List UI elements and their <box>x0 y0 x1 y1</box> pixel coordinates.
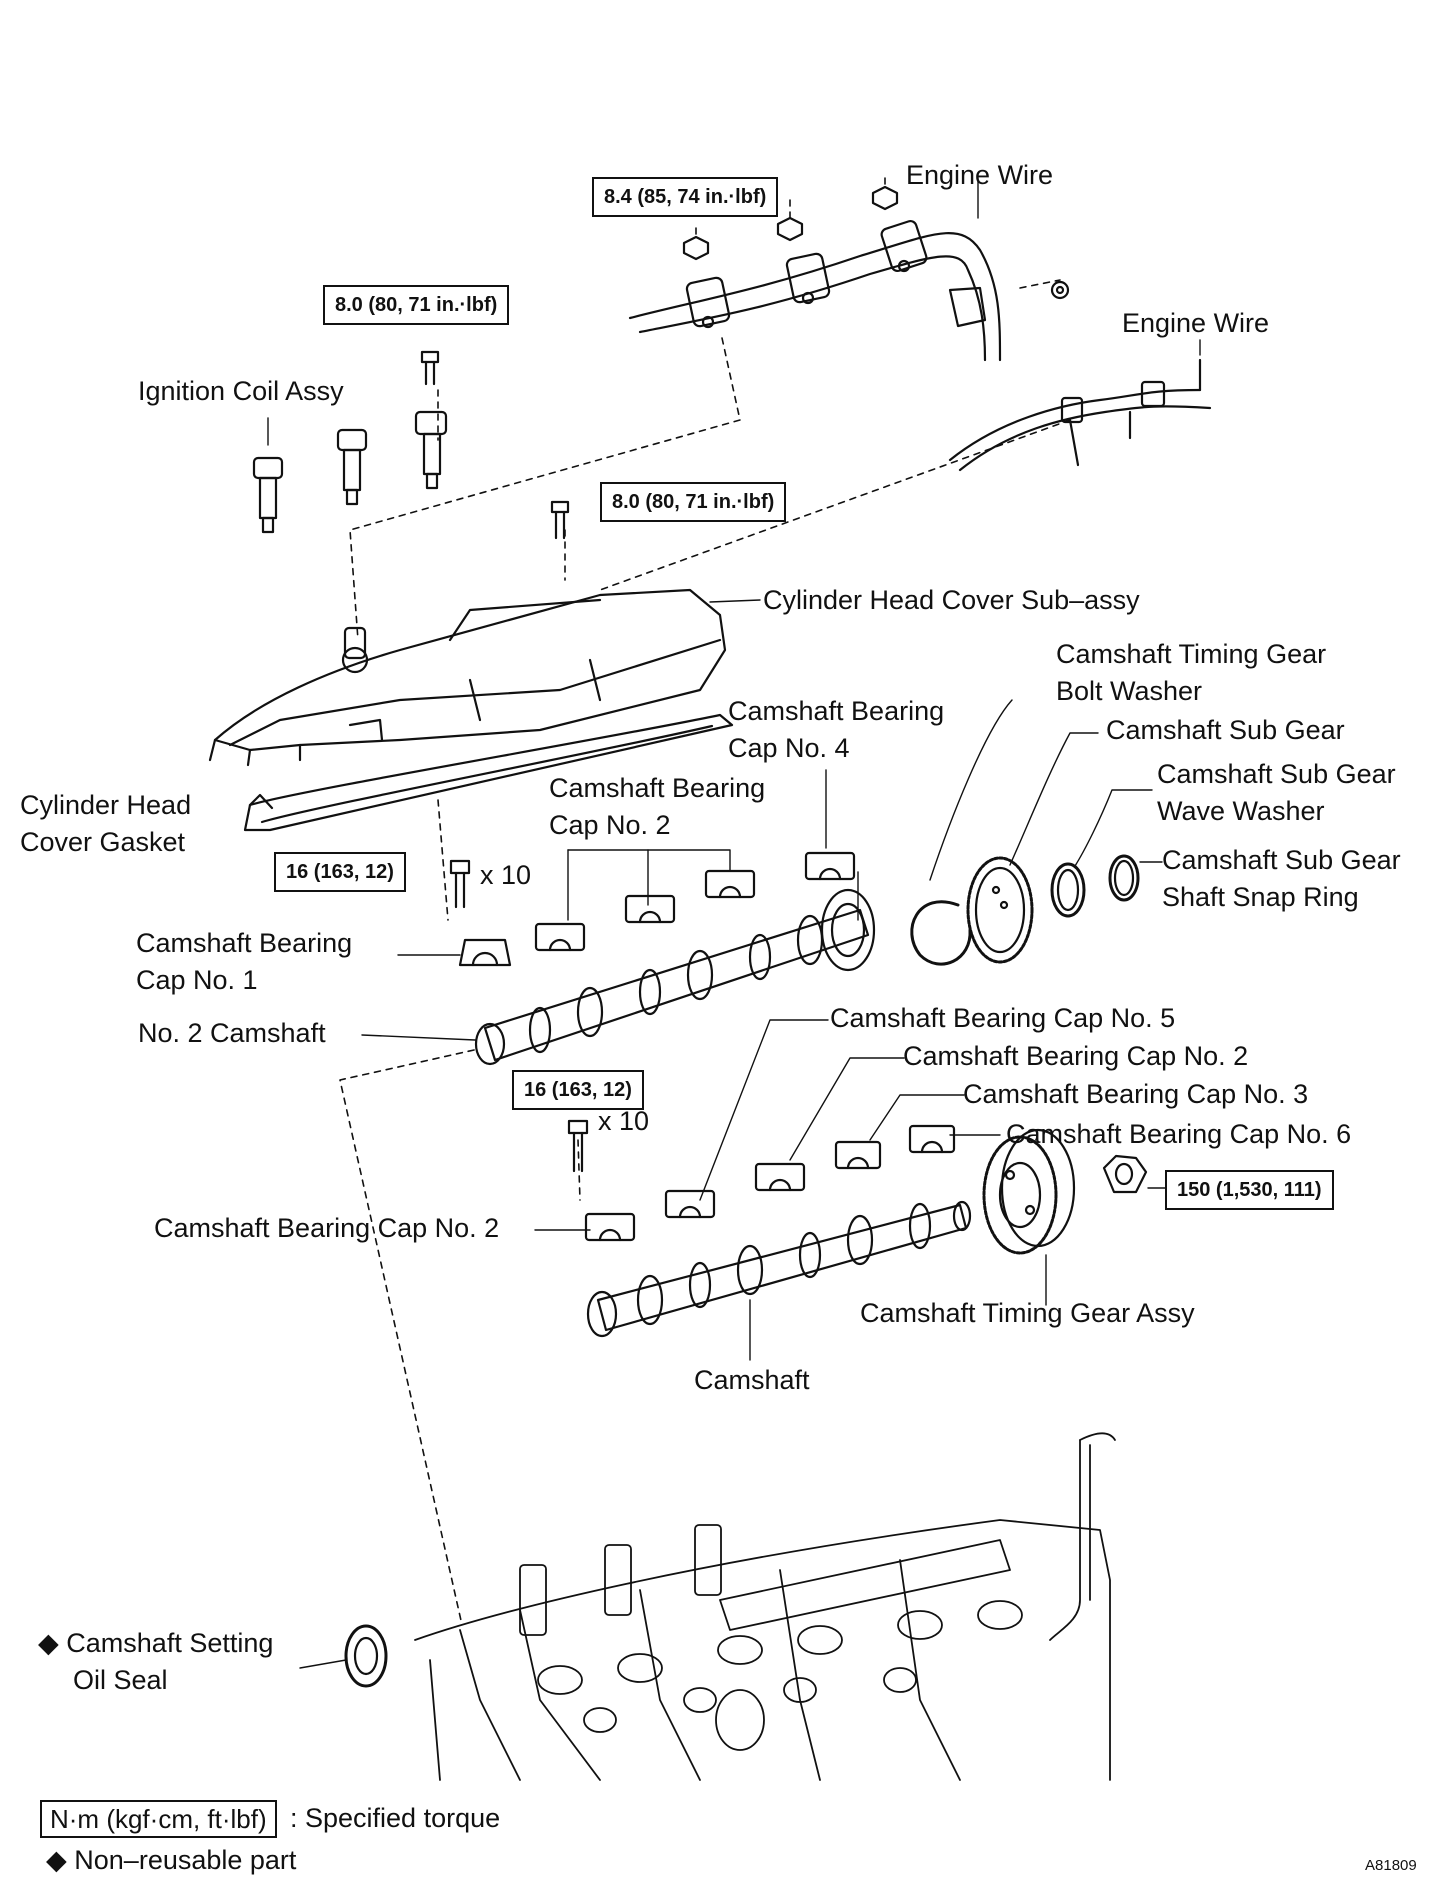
leader-lines <box>267 179 1201 1669</box>
label-timing-gear-assy: Camshaft Timing Gear Assy <box>860 1298 1195 1328</box>
torque-box-upper-cap-bolt: 16 (163, 12) <box>274 852 406 892</box>
upper-bearing-caps <box>458 851 856 967</box>
label-sub-gear: Camshaft Sub Gear <box>1106 715 1345 745</box>
camshaft-timing-gear-assy <box>982 1128 1076 1255</box>
label-cover-gasket: Cylinder Head Cover Gasket <box>20 790 192 857</box>
legend-torque-unit: N·m (kgf·cm, ft·lbf) <box>40 1800 277 1838</box>
legend-diamond-icon: ◆ <box>46 1845 67 1875</box>
cylinder-head <box>414 1432 1116 1781</box>
camshaft-oil-seal <box>344 1624 388 1688</box>
quantity-lower: x 10 <box>598 1106 650 1136</box>
ignition-coils <box>252 350 448 534</box>
label-snap-ring: Camshaft Sub Gear Shaft Snap Ring <box>1162 845 1401 912</box>
sub-gear-snap-ring <box>1108 854 1140 902</box>
label-bearing-cap-4: Camshaft Bearing Cap No. 4 <box>728 696 945 763</box>
label-ignition-coil: Ignition Coil Assy <box>138 376 344 406</box>
no2-camshaft <box>474 888 876 1066</box>
camshaft-sub-gear <box>966 856 1034 964</box>
cover-gasket <box>243 713 734 832</box>
label-camshaft: Camshaft <box>694 1365 810 1395</box>
label-oil-seal: ◆ Camshaft Setting Oil Seal <box>38 1628 274 1695</box>
torque-box-timing-gear: 150 (1,530, 111) <box>1165 1170 1334 1210</box>
upper-cap-bolt-icon <box>449 859 471 909</box>
sub-gear-wave-washer <box>1050 862 1086 918</box>
timing-gear-nut-icon <box>1102 1154 1148 1194</box>
cylinder-head-cover <box>208 588 727 767</box>
coil-bolt-icon <box>420 350 440 386</box>
lower-cap-bolt-icon <box>567 1119 589 1173</box>
engine-wire-harness <box>628 185 1070 362</box>
lower-bearing-caps <box>584 1124 956 1242</box>
torque-box-engine-wire: 8.4 (85, 74 in.·lbf) <box>592 177 779 217</box>
label-engine-wire-2: Engine Wire <box>1122 308 1270 338</box>
label-cylinder-head-cover: Cylinder Head Cover Sub–assy <box>763 585 1140 615</box>
legend-torque-text: : Specified torque <box>290 1803 501 1833</box>
label-bearing-cap-3: Camshaft Bearing Cap No. 3 <box>963 1079 1309 1109</box>
label-sub-gear-wave-washer: Camshaft Sub Gear Wave Washer <box>1157 759 1396 826</box>
label-engine-wire-1: Engine Wire <box>906 160 1054 190</box>
torque-box-lower-cap-bolt: 16 (163, 12) <box>512 1070 644 1110</box>
label-no2-camshaft: No. 2 Camshaft <box>138 1018 326 1048</box>
torque-box-ignition-coil: 8.0 (80, 71 in.·lbf) <box>323 285 510 325</box>
torque-box-cover-bolt: 8.0 (80, 71 in.·lbf) <box>600 482 787 522</box>
legend-non-reusable: ◆ Non–reusable part <box>46 1845 297 1875</box>
label-bearing-cap-6: Camshaft Bearing Cap No. 6 <box>1006 1119 1352 1149</box>
label-bearing-cap-2-upper: Camshaft Bearing Cap No. 2 <box>549 773 766 840</box>
label-timing-gear-bolt-washer: Camshaft Timing Gear Bolt Washer <box>1056 639 1327 706</box>
guide-lines <box>339 177 1071 1626</box>
engine-wire-harness-right <box>948 358 1212 472</box>
non-reusable-diamond-icon: ◆ <box>38 1628 59 1658</box>
camshaft <box>586 1200 972 1338</box>
label-bearing-cap-2-mid: Camshaft Bearing Cap No. 2 <box>903 1041 1249 1071</box>
label-bearing-cap-2-lower: Camshaft Bearing Cap No. 2 <box>154 1213 500 1243</box>
timing-gear-bolt-washer <box>910 900 972 966</box>
cover-bolt-icon <box>550 500 570 540</box>
label-bearing-cap-1: Camshaft Bearing Cap No. 1 <box>136 928 353 995</box>
quantity-upper: x 10 <box>480 860 532 890</box>
figure-id: A81809 <box>1365 1857 1417 1874</box>
label-bearing-cap-5: Camshaft Bearing Cap No. 5 <box>830 1003 1176 1033</box>
